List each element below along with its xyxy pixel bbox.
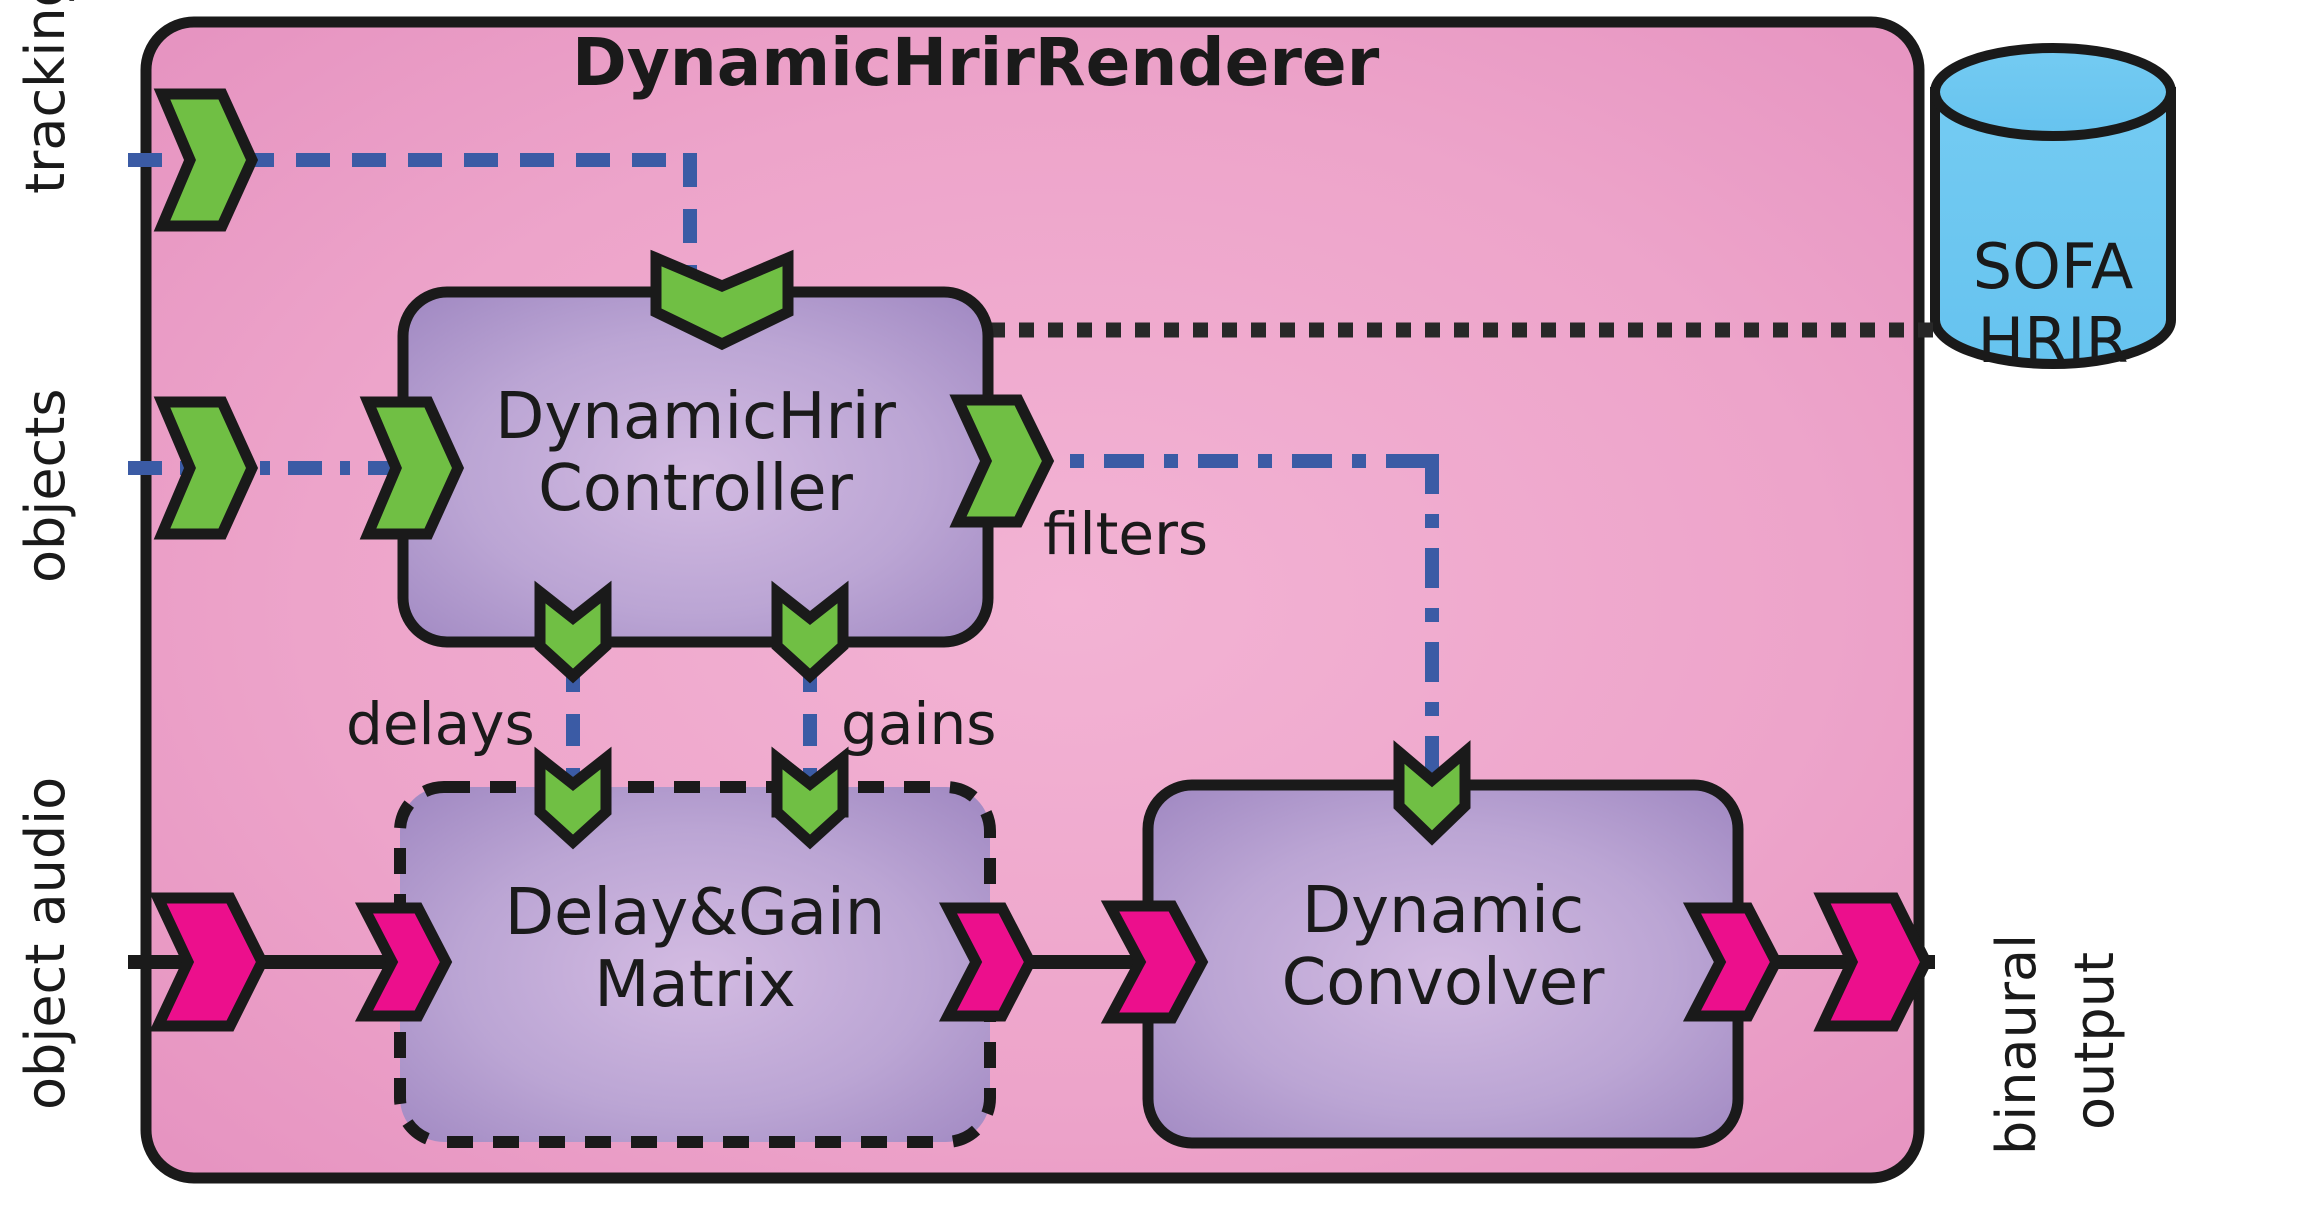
binaural-output-port-icon[interactable] — [1813, 892, 1933, 1032]
sofa-hrir-database — [1930, 43, 2176, 369]
dynamic-hrir-controller-block[interactable] — [397, 286, 994, 648]
matrix-audio-inlet-icon[interactable] — [354, 902, 453, 1022]
dynamic-convolver-block[interactable] — [1142, 779, 1744, 1149]
output-label: output — [2063, 951, 2126, 1130]
objects-input-port-icon[interactable] — [153, 396, 259, 540]
controller-tracking-inlet-icon[interactable] — [650, 249, 794, 351]
delay-gain-matrix-block[interactable] — [394, 781, 996, 1148]
convolver-audio-outlet-icon[interactable] — [1682, 902, 1783, 1022]
binaural-label: binaural — [1985, 933, 2048, 1155]
convolver-audio-inlet-icon[interactable] — [1100, 900, 1209, 1024]
renderer-title: DynamicHrirRenderer — [572, 24, 1380, 101]
matrix-delays-inlet-icon[interactable] — [534, 746, 612, 850]
filters-label: filters — [1043, 500, 1209, 568]
controller-delays-outlet-icon[interactable] — [534, 580, 612, 684]
controller-gains-outlet-icon[interactable] — [771, 580, 849, 684]
filters-signal-path — [1010, 454, 1439, 775]
controller-filters-outlet-icon[interactable] — [949, 394, 1055, 528]
delays-label: delays — [346, 690, 535, 758]
tracking-input-port-icon[interactable] — [153, 88, 259, 232]
objects-label: objects — [14, 388, 77, 583]
object-audio-input-port-icon[interactable] — [149, 892, 269, 1032]
controller-objects-inlet-icon[interactable] — [359, 396, 465, 540]
gains-label: gains — [841, 690, 997, 758]
tracking-label: tracking — [14, 0, 77, 194]
matrix-gains-inlet-icon[interactable] — [771, 746, 849, 850]
matrix-audio-outlet-icon[interactable] — [938, 902, 1037, 1022]
object-audio-label: object audio — [14, 776, 77, 1110]
convolver-filters-inlet-icon[interactable] — [1393, 740, 1471, 846]
